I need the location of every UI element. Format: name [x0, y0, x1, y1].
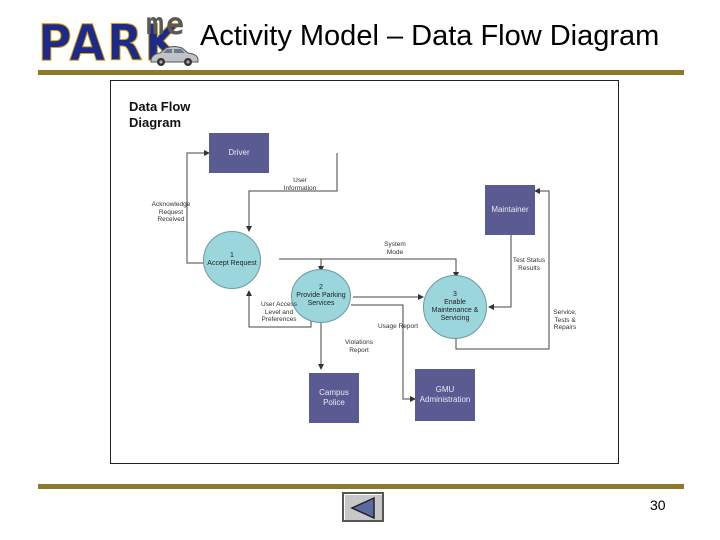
entity-gmu-administration: GMU Administration [415, 369, 475, 421]
page-number: 30 [650, 497, 666, 513]
entity-driver: Driver [209, 133, 269, 173]
flow-label-user-information: User Information [283, 177, 317, 192]
entity-campus-police-label: Campus Police [319, 388, 349, 407]
process-accept-request: 1 Accept Request [203, 231, 261, 289]
parkme-logo: PARK me [37, 7, 200, 68]
entity-maintainer-label: Maintainer [491, 205, 529, 214]
entity-gmu-admin-label: GMU Administration [419, 385, 471, 404]
process-1-number: 1 [230, 252, 234, 259]
entity-campus-police: Campus Police [309, 373, 359, 423]
entity-maintainer: Maintainer [485, 185, 535, 235]
header-rule [38, 70, 684, 75]
flow-label-violations-report: Violations Report [344, 339, 374, 354]
process-1-name: Accept Request [207, 260, 257, 267]
back-button[interactable] [342, 492, 384, 522]
process-provide-parking-services: 2 Provide Parking Services [291, 269, 351, 323]
flow-label-usage-report: Usage Report [377, 323, 419, 330]
process-2-number: 2 [319, 284, 323, 291]
diagram-title-line2: Diagram [129, 115, 182, 130]
diagram-connectors [186, 150, 550, 402]
data-flow-diagram: Data Flow Diagram Driver Maintainer Camp… [110, 80, 619, 464]
logo-me-text: me [146, 7, 187, 42]
flow-label-system-mode: System Mode [384, 241, 406, 256]
car-icon [150, 46, 199, 66]
flow-label-service-tests: Service, Tests & Repairs [553, 309, 577, 331]
back-triangle-icon [350, 497, 375, 519]
footer-rule [38, 484, 684, 489]
process-3-number: 3 [453, 291, 457, 298]
process-enable-maintenance: 3 Enable Maintenance & Servicing [423, 275, 487, 339]
slide-title: Activity Model – Data Flow Diagram [200, 20, 660, 52]
flow-label-acknowledge: Acknowledge Request Received [151, 201, 191, 223]
flow-label-test-status: Test Status Results [512, 257, 546, 272]
entity-driver-label: Driver [228, 148, 250, 157]
flow-label-user-access: User Access Level and Preferences [260, 301, 298, 323]
process-2-name: Provide Parking Services [296, 292, 346, 307]
diagram-title-line1: Data Flow [129, 99, 191, 114]
diagram-title: Data Flow Diagram [129, 99, 190, 131]
process-3-name: Enable Maintenance & Servicing [431, 299, 479, 322]
